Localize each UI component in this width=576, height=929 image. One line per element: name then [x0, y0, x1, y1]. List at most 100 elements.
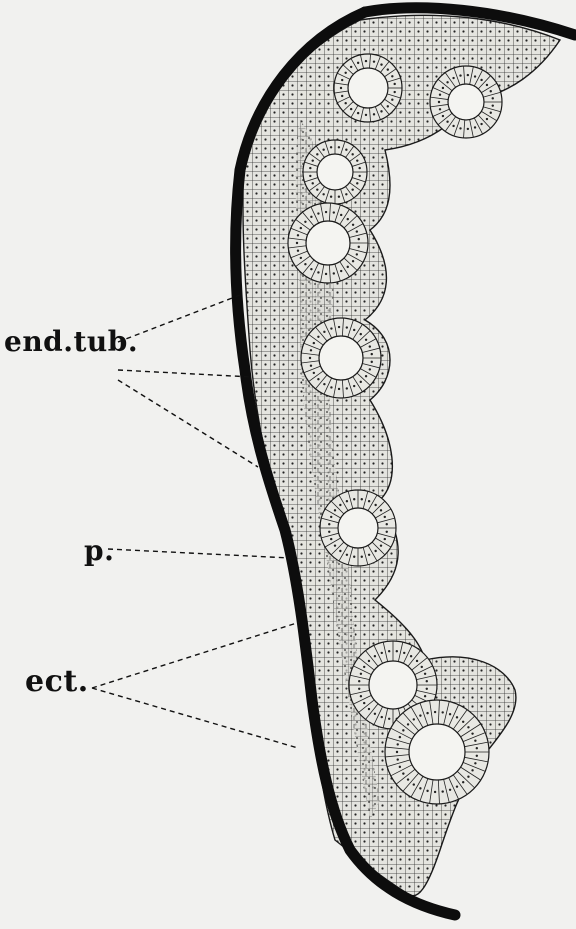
cell-nucleus [351, 188, 353, 190]
cell-nucleus [344, 72, 346, 74]
tubule-lumen [448, 84, 484, 120]
cell-nucleus [439, 94, 441, 96]
cell-nucleus [346, 554, 348, 556]
cell-nucleus [330, 538, 332, 540]
cell-nucleus [322, 149, 324, 151]
cell-nucleus [438, 101, 440, 103]
cell-nucleus [474, 75, 476, 77]
cell-nucleus [297, 234, 299, 236]
cell-nucleus [368, 500, 370, 502]
cell-nucleus [360, 673, 362, 675]
cell-nucleus [317, 336, 319, 338]
cell-nucleus [309, 167, 311, 169]
cell-nucleus [353, 556, 355, 558]
cell-nucleus [492, 97, 494, 99]
cell-nucleus [452, 77, 454, 79]
cell-nucleus [387, 105, 389, 107]
cell-nucleus [424, 673, 426, 675]
cell-nucleus [312, 159, 314, 161]
cell-nucleus [381, 716, 383, 718]
cell-nucleus [323, 331, 325, 333]
tubule-lumen [319, 336, 363, 380]
cell-nucleus [416, 660, 418, 662]
cell-nucleus [358, 175, 360, 177]
leader-ect-1 [92, 622, 300, 688]
cell-nucleus [368, 554, 370, 556]
cell-nucleus [419, 787, 421, 789]
cell-nucleus [330, 386, 332, 388]
cell-nucleus [442, 87, 444, 89]
cell-nucleus [402, 729, 404, 731]
cell-nucleus [368, 708, 370, 710]
tubule-lumen [348, 68, 388, 108]
cell-nucleus [316, 153, 318, 155]
cell-nucleus [369, 345, 371, 347]
cell-nucleus [338, 326, 340, 328]
cell-nucleus [347, 266, 349, 268]
cell-nucleus [325, 273, 327, 275]
cell-nucleus [339, 504, 341, 506]
cell-nucleus [365, 375, 367, 377]
cell-nucleus [381, 652, 383, 654]
cell-nucleus [323, 383, 325, 385]
cell-nucleus [419, 714, 421, 716]
label-end-tub: end.tub. [4, 325, 138, 358]
cell-nucleus [361, 556, 363, 558]
cell-nucleus [424, 695, 426, 697]
cell-nucleus [351, 153, 353, 155]
cell-nucleus [380, 544, 382, 546]
tubule-lumen [338, 508, 378, 548]
cell-nucleus [312, 182, 314, 184]
cell-nucleus [300, 257, 302, 259]
cell-nucleus [328, 531, 330, 533]
cell-nucleus [297, 250, 299, 252]
cell-nucleus [363, 666, 365, 668]
leader-end-tub-3 [118, 380, 258, 467]
cell-nucleus [363, 702, 365, 704]
cell-nucleus [386, 523, 388, 525]
cell-nucleus [402, 772, 404, 774]
cell-nucleus [492, 104, 494, 106]
cell-nucleus [357, 112, 359, 114]
cell-nucleus [358, 167, 360, 169]
cell-nucleus [446, 121, 448, 123]
cell-nucleus [384, 516, 386, 518]
cell-nucleus [407, 778, 409, 780]
cell-nucleus [467, 128, 469, 130]
tubule-lumen [317, 154, 353, 190]
cell-nucleus [352, 260, 354, 262]
cell-nucleus [480, 123, 482, 125]
cell-nucleus [388, 718, 390, 720]
cell-nucleus [410, 655, 412, 657]
cell-nucleus [396, 751, 398, 753]
cell-nucleus [426, 790, 428, 792]
cell-nucleus [442, 115, 444, 117]
cell-nucleus [421, 666, 423, 668]
cell-nucleus [413, 718, 415, 720]
cell-nucleus [333, 272, 335, 274]
cell-nucleus [361, 498, 363, 500]
cell-nucleus [387, 68, 389, 70]
cell-nucleus [310, 216, 312, 218]
cell-nucleus [310, 268, 312, 270]
cell-nucleus [467, 726, 469, 728]
cell-nucleus [338, 195, 340, 197]
cell-nucleus [426, 680, 428, 682]
cell-nucleus [380, 110, 382, 112]
cell-nucleus [439, 108, 441, 110]
cell-nucleus [334, 544, 336, 546]
leader-p [108, 549, 290, 558]
cell-nucleus [456, 785, 458, 787]
cell-nucleus [449, 789, 451, 791]
cell-nucleus [369, 368, 371, 370]
cell-nucleus [317, 212, 319, 214]
cell-nucleus [328, 523, 330, 525]
cell-nucleus [452, 125, 454, 127]
cell-nucleus [341, 95, 343, 97]
cell-nucleus [399, 766, 401, 768]
cell-nucleus [434, 791, 436, 793]
cell-nucleus [345, 149, 347, 151]
cell-nucleus [356, 253, 358, 255]
cell-nucleus [393, 83, 395, 85]
